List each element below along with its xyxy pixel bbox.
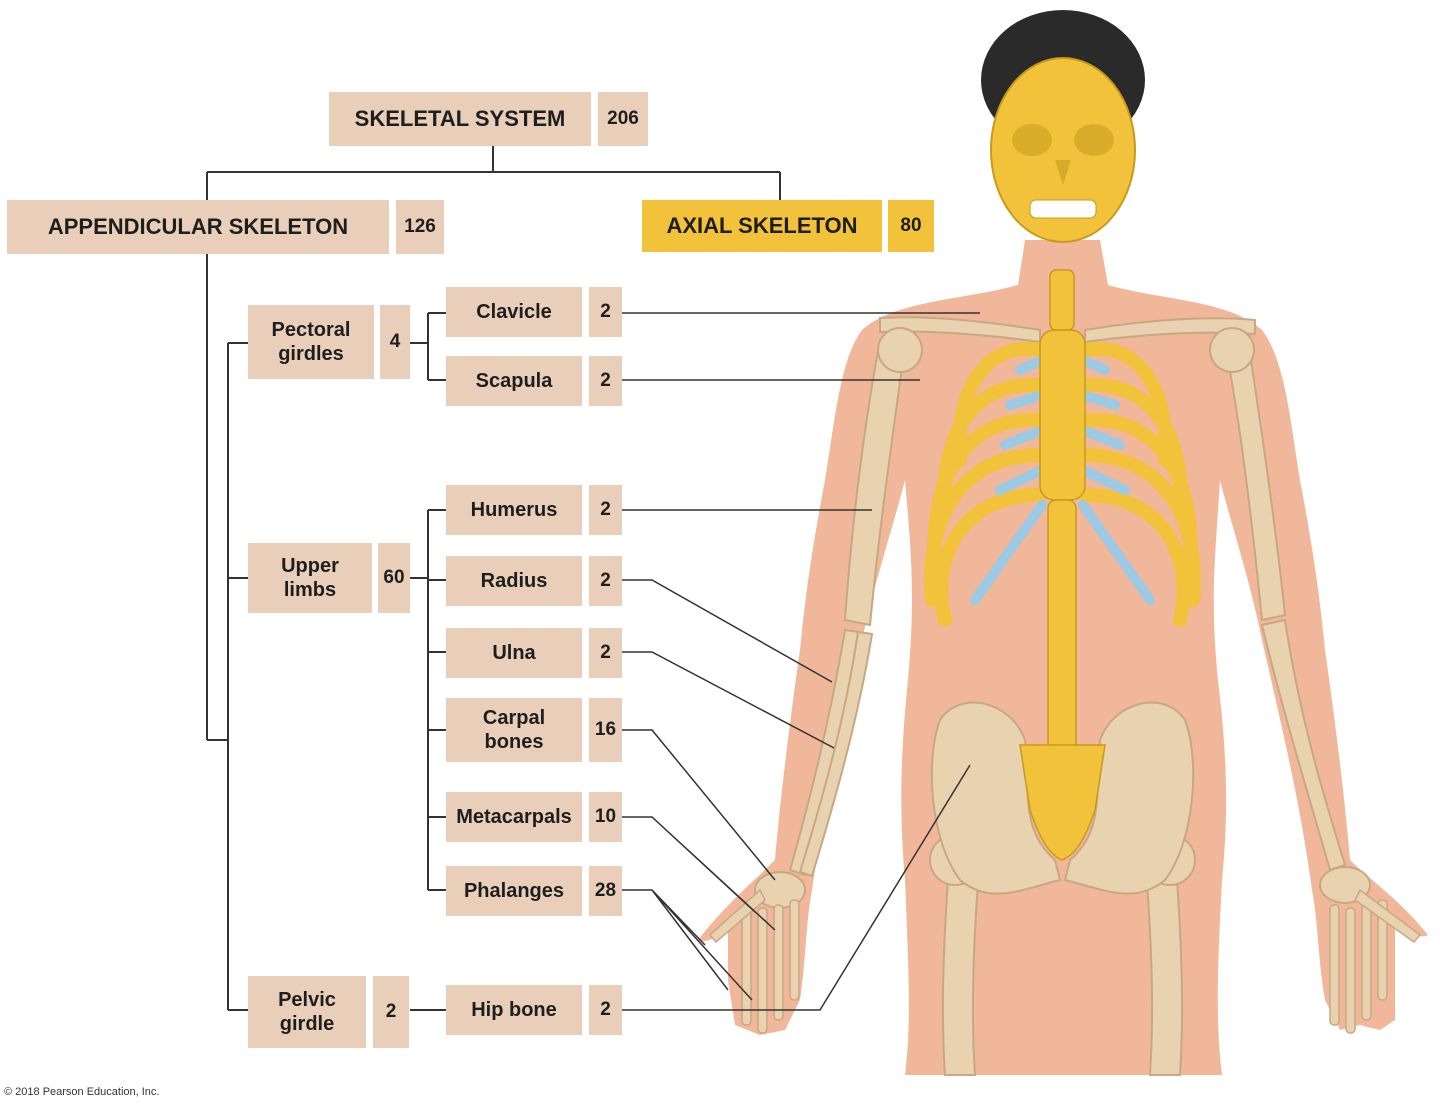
hip-bone-count-text: 2 <box>600 998 611 1020</box>
pelvic-text: Pelvic girdle <box>278 989 336 1035</box>
metacarpals-count-text: 10 <box>594 805 617 827</box>
hip-bone-text: Hip bone <box>471 999 557 1021</box>
phalanges-count-text: 28 <box>594 879 617 901</box>
humerus-count: 2 <box>589 485 622 535</box>
skeletal-system-count-text: 206 <box>607 107 639 129</box>
upper-limbs-text: Upper limbs <box>281 555 339 601</box>
carpal-bones-count: 16 <box>589 698 622 762</box>
rib-cage <box>924 341 1201 627</box>
pectoral-text: Pectoral girdles <box>271 319 351 365</box>
hip-bone-label: Hip bone <box>446 985 582 1035</box>
hip-bone-count: 2 <box>589 985 622 1035</box>
leader-lines <box>622 312 980 1011</box>
carpal-text: Carpal bones <box>482 707 546 753</box>
pelvic-girdle-count: 2 <box>373 976 409 1048</box>
upper-limbs-label: Upper limbs <box>248 543 372 613</box>
metacarpals-count: 10 <box>589 792 622 842</box>
metacarpals-label: Metacarpals <box>446 792 582 842</box>
humerus-count-text: 2 <box>600 498 611 520</box>
metacarpals-text: Metacarpals <box>456 806 572 828</box>
pectoral-count-text: 4 <box>389 330 401 352</box>
phalanges-text: Phalanges <box>463 880 565 902</box>
scapula-text: Scapula <box>475 370 553 392</box>
phalanges-count: 28 <box>589 866 622 916</box>
phalanges-label: Phalanges <box>446 866 582 916</box>
carpal-bones-label: Carpal bones <box>446 698 582 762</box>
appendicular-skeleton-count: 126 <box>396 200 444 254</box>
clavicle-text: Clavicle <box>476 301 552 323</box>
carpal-count-text: 16 <box>594 718 617 740</box>
pectoral-connector <box>410 312 446 381</box>
ulna-label: Ulna <box>446 628 582 678</box>
pectoral-girdles-count: 4 <box>380 305 410 379</box>
spine <box>1019 269 1106 861</box>
radius-label: Radius <box>446 556 582 606</box>
clavicle-count-text: 2 <box>600 300 611 322</box>
axial-count-text: 80 <box>900 214 922 236</box>
pectoral-girdles-label: Pectoral girdles <box>248 305 374 379</box>
upper-limb-connector <box>410 509 446 891</box>
radius-text: Radius <box>480 570 548 592</box>
radius-count-text: 2 <box>600 569 611 591</box>
appendicular-skeleton-label: APPENDICULAR SKELETON <box>7 200 389 254</box>
finger-bones <box>708 888 1422 1034</box>
skull <box>990 57 1136 243</box>
clavicle-count: 2 <box>589 287 622 337</box>
upper-limbs-count-text: 60 <box>383 566 405 588</box>
appendicular-connector <box>206 254 248 1011</box>
axial-text: AXIAL SKELETON <box>666 212 858 238</box>
ulna-count: 2 <box>589 628 622 678</box>
arm-bones <box>754 338 1371 909</box>
appendicular-text: APPENDICULAR SKELETON <box>47 213 349 239</box>
skeletal-system-count: 206 <box>598 92 648 146</box>
axial-skeleton-label: AXIAL SKELETON <box>642 200 882 252</box>
copyright-text: © 2018 Pearson Education, Inc. <box>4 1086 160 1098</box>
pelvic-girdle-label: Pelvic girdle <box>248 976 366 1048</box>
pelvic-count-text: 2 <box>385 1000 397 1022</box>
appendicular-count-text: 126 <box>404 215 436 237</box>
humerus-label: Humerus <box>446 485 582 535</box>
axial-skeleton-count: 80 <box>888 200 934 252</box>
skeletal-system-label: SKELETAL SYSTEM <box>329 92 591 146</box>
clavicle-label: Clavicle <box>446 287 582 337</box>
skeletal-system-text: SKELETAL SYSTEM <box>354 105 566 131</box>
radius-count: 2 <box>589 556 622 606</box>
ulna-text: Ulna <box>492 642 536 664</box>
scapula-count-text: 2 <box>600 369 611 391</box>
humerus-text: Humerus <box>470 499 558 521</box>
scapula-count: 2 <box>589 356 622 406</box>
root-connector <box>206 146 781 200</box>
scapula-label: Scapula <box>446 356 582 406</box>
ulna-count-text: 2 <box>600 641 611 663</box>
upper-limbs-count: 60 <box>378 543 410 613</box>
